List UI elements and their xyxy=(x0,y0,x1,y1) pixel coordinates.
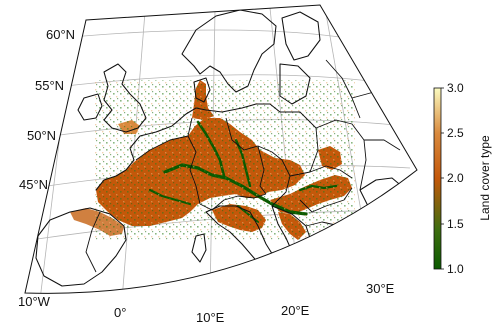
lat-label-55n: 55°N xyxy=(35,78,64,93)
map-panel xyxy=(29,7,417,294)
colorbar: 3.0 2.5 2.0 1.5 1.0 Land cover type xyxy=(433,81,492,276)
latitude-labels: 60°N 55°N 50°N 45°N xyxy=(19,27,75,192)
lat-label-60n: 60°N xyxy=(46,27,75,42)
colorbar-tick-1-5: 1.5 xyxy=(447,217,464,231)
lon-label-10w: 10°W xyxy=(18,294,51,309)
colorbar-tick-3-0: 3.0 xyxy=(447,81,464,95)
colorbar-gradient xyxy=(433,87,442,270)
colorbar-tick-2-0: 2.0 xyxy=(447,171,464,185)
lon-label-10e: 10°E xyxy=(196,310,225,325)
colorbar-label: Land cover type xyxy=(478,135,492,221)
land-cover-raster xyxy=(70,80,355,240)
lat-label-45n: 45°N xyxy=(19,177,48,192)
colorbar-tick-2-5: 2.5 xyxy=(447,126,464,140)
colorbar-ticks xyxy=(441,87,444,270)
lon-label-30e: 30°E xyxy=(366,281,395,296)
map-frame xyxy=(24,4,418,294)
land-cover-speckle xyxy=(95,80,355,240)
colorbar-tick-1-0: 1.0 xyxy=(447,262,464,276)
lon-label-20e: 20°E xyxy=(281,303,310,318)
country-borders xyxy=(85,59,401,273)
longitude-labels: 10°W 0° 10°E 20°E 30°E xyxy=(18,281,395,325)
lat-label-50n: 50°N xyxy=(27,128,56,143)
lon-label-0: 0° xyxy=(114,305,126,320)
